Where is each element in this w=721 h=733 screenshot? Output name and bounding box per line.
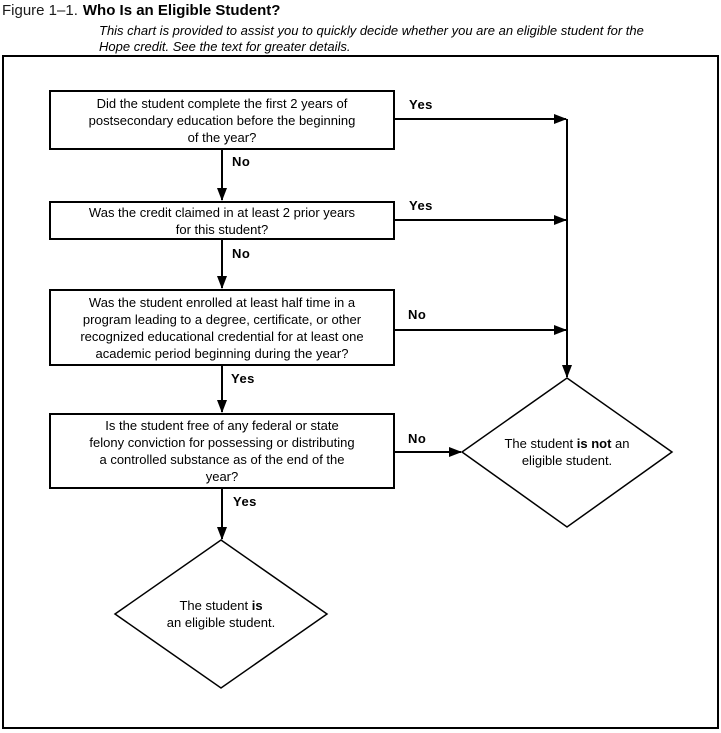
question-box-2: Was the credit claimed in at least 2 pri… [49, 201, 395, 240]
question-text: Is the student free of any federal or st… [89, 417, 354, 485]
question-line: year? [205, 469, 239, 484]
outcome-text-bold: is [251, 598, 263, 613]
edge-label-q4-yes: Yes [233, 494, 257, 509]
figure-subtitle: This chart is provided to assist you to … [99, 23, 644, 55]
outcome-text-part: an eligible student. [166, 615, 276, 630]
question-line: Is the student free of any federal or st… [105, 418, 339, 433]
outcome-eligible-text: The student is an eligible student. [136, 597, 306, 631]
edge-label-q1-yes: Yes [409, 97, 433, 112]
figure-header: Figure 1–1.Who Is an Eligible Student? [2, 2, 280, 19]
question-line: Was the credit claimed in at least 2 pri… [88, 204, 356, 220]
subtitle-line: This chart is provided to assist you to … [99, 23, 644, 38]
question-line: felony conviction for possessing or dist… [89, 435, 355, 450]
outcome-text-part: The student [179, 598, 252, 613]
question-box-3: Was the student enrolled at least half t… [49, 289, 395, 366]
outcome-text-part: an [611, 436, 630, 451]
question-line: of the year? [187, 129, 257, 145]
edge-label-q2-yes: Yes [409, 198, 433, 213]
edge-label-q2-no: No [232, 246, 251, 261]
edge-label-q1-no: No [232, 154, 251, 169]
chart-border [2, 55, 719, 729]
edge-label-q3-no: No [408, 307, 427, 322]
question-line: academic period beginning during the yea… [95, 345, 349, 361]
question-line: postsecondary education before the begin… [88, 112, 356, 128]
edge-label-q3-yes: Yes [231, 371, 255, 386]
question-line: a controlled substance as of the end of … [99, 452, 345, 467]
question-box-1: Did the student complete the first 2 yea… [49, 90, 395, 150]
outcome-text-part: eligible student. [521, 453, 613, 468]
question-line: recognized educational credential for at… [80, 328, 364, 344]
question-box-4: Is the student free of any federal or st… [49, 413, 395, 489]
question-line: program leading to a degree, certificate… [82, 311, 362, 327]
question-line: Was the student enrolled at least half t… [88, 294, 356, 310]
question-line: Did the student complete the first 2 yea… [96, 95, 348, 111]
question-text: Was the student enrolled at least half t… [80, 294, 363, 362]
question-text: Did the student complete the first 2 yea… [89, 95, 356, 146]
outcome-not-eligible-text: The student is not an eligible student. [482, 435, 652, 469]
figure-title: Who Is an Eligible Student? [82, 2, 281, 19]
outcome-text-part: The student [504, 436, 577, 451]
question-text: Was the credit claimed in at least 2 pri… [89, 204, 355, 238]
subtitle-line: Hope credit. See the text for greater de… [99, 39, 351, 54]
question-line: for this student? [175, 221, 269, 237]
outcome-text-bold: is not [576, 436, 612, 451]
figure-number: Figure 1–1. [2, 2, 78, 19]
edge-label-q4-no: No [408, 431, 427, 446]
